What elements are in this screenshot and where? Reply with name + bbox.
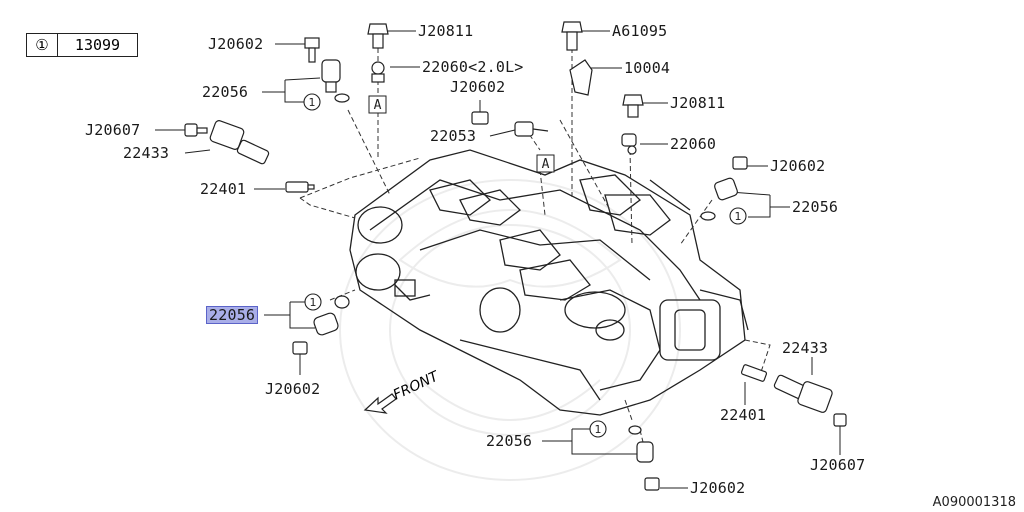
circled-callout-text: 1 1 1 1 (309, 96, 742, 436)
label-j20602-r[interactable]: J20602 (770, 157, 826, 175)
bolt-a61095 (561, 21, 583, 51)
bolt-j20602-bl (292, 341, 308, 355)
knock-sensor-22053 (514, 121, 549, 137)
a-markers (368, 95, 555, 173)
front-arrow-icon (363, 393, 397, 414)
marker-a-upper: A (374, 98, 382, 113)
callout-1-ul: 1 (309, 96, 316, 109)
label-j20811-top[interactable]: J20811 (418, 22, 474, 40)
bracket-10004 (569, 59, 593, 96)
label-22056-ul[interactable]: 22056 (202, 83, 249, 101)
bolt-j20811-r (622, 94, 644, 118)
label-22056-r[interactable]: 22056 (792, 198, 839, 216)
label-22401-l[interactable]: 22401 (200, 180, 247, 198)
sensor-22056-bot (636, 441, 654, 463)
oring-ul (334, 93, 350, 103)
oring-bot (628, 425, 642, 435)
bolt-j20602-r (732, 156, 748, 170)
callout-1-r: 1 (735, 210, 742, 223)
coil-22433-l (209, 120, 270, 165)
label-22056-selected[interactable]: 22056 (206, 306, 259, 324)
sensor-22056-ul (321, 59, 341, 93)
plug-22401-l (285, 181, 315, 193)
marker-a-center: A (542, 157, 550, 172)
label-j20602-bl[interactable]: J20602 (265, 380, 321, 398)
bolt-j20602-bot (644, 477, 660, 491)
sensor-22056-r (714, 177, 738, 201)
label-22433-l[interactable]: 22433 (123, 144, 170, 162)
diagram-id: A090001318 (932, 495, 1016, 510)
ref-table-part: 13099 (74, 36, 121, 54)
label-22056-bot[interactable]: 22056 (486, 432, 533, 450)
label-22401-r[interactable]: 22401 (720, 406, 767, 424)
label-j20811-r[interactable]: J20811 (670, 94, 726, 112)
bolt-j20602-mid (471, 111, 489, 125)
oring-sel (334, 295, 350, 309)
plug-22401-r (740, 364, 768, 382)
bolt-j20602-tl (304, 37, 320, 63)
label-22053[interactable]: 22053 (430, 127, 477, 145)
callout-1-bot: 1 (595, 423, 602, 436)
label-j20607-r[interactable]: J20607 (810, 456, 866, 474)
label-a61095[interactable]: A61095 (612, 22, 668, 40)
bolt-j20607-r (833, 413, 847, 427)
label-22060-20l[interactable]: 22060<2.0L> (422, 58, 524, 76)
bolt-j20607-l (184, 123, 208, 137)
ref-table-num: ① (27, 34, 58, 56)
coil-22433-r (773, 374, 833, 413)
parts (184, 21, 847, 491)
label-22433-r[interactable]: 22433 (782, 339, 829, 357)
circled-callouts (303, 93, 747, 438)
label-j20602-mid[interactable]: J20602 (450, 78, 506, 96)
sensor-22060-r (621, 133, 637, 155)
sensor-22056-sel (313, 312, 339, 336)
bolt-j20811-top (367, 23, 389, 49)
watermark (339, 179, 681, 481)
oring-r (700, 211, 716, 221)
sensor-22060-20l (371, 61, 385, 83)
label-22060-r[interactable]: 22060 (670, 135, 717, 153)
label-10004[interactable]: 10004 (624, 59, 671, 77)
label-j20602-tl[interactable]: J20602 (208, 35, 264, 53)
leader-lines (155, 30, 841, 489)
ref-table: ① 13099 (26, 33, 138, 57)
label-j20602-bot[interactable]: J20602 (690, 479, 746, 497)
label-j20607-l[interactable]: J20607 (85, 121, 141, 139)
engine-block (349, 149, 749, 416)
callout-1-sel: 1 (310, 296, 317, 309)
